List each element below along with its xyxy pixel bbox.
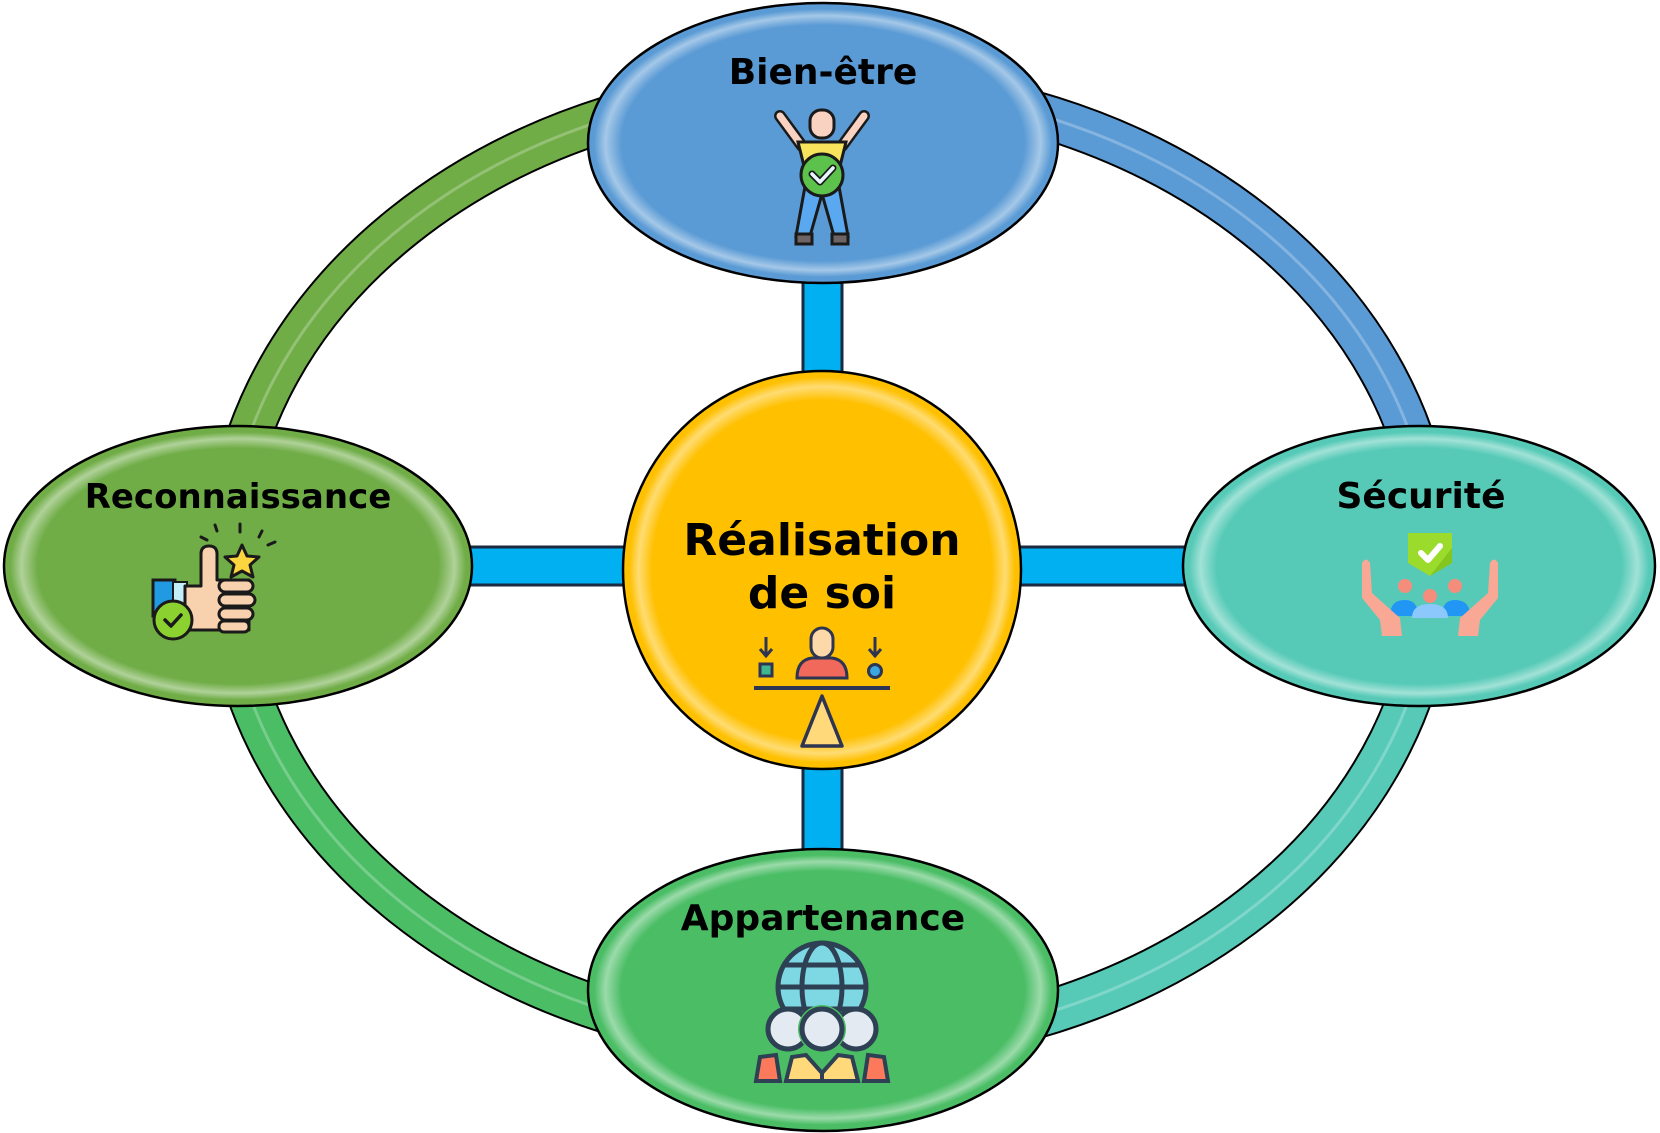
node-securite[interactable]: Sécurité <box>1181 424 1657 708</box>
node-label: Bien-être <box>729 52 918 93</box>
node-label: Reconnaissance <box>85 477 392 517</box>
node-label: Appartenance <box>681 898 965 939</box>
node-appartenance[interactable]: Appartenance <box>586 847 1060 1133</box>
node-bien-etre[interactable]: Bien-être <box>586 1 1060 285</box>
center-label-line1: Réalisation <box>683 515 960 566</box>
connector-right <box>1008 545 1192 587</box>
node-label: Sécurité <box>1336 476 1505 517</box>
person-arms-raised-check-icon <box>774 108 870 246</box>
globe-group-icon <box>753 940 891 1083</box>
balance-scale-person-icon <box>754 626 890 748</box>
center-node-realisation-de-soi[interactable]: Réalisation de soi <box>621 369 1023 771</box>
center-gloss <box>629 377 1015 763</box>
connector-left <box>458 545 637 587</box>
thumbs-up-star-icon <box>151 522 277 641</box>
node-reconnaissance[interactable]: Reconnaissance <box>2 424 474 708</box>
hands-shield-people-icon <box>1362 533 1498 636</box>
center-label-line2: de soi <box>748 568 896 619</box>
